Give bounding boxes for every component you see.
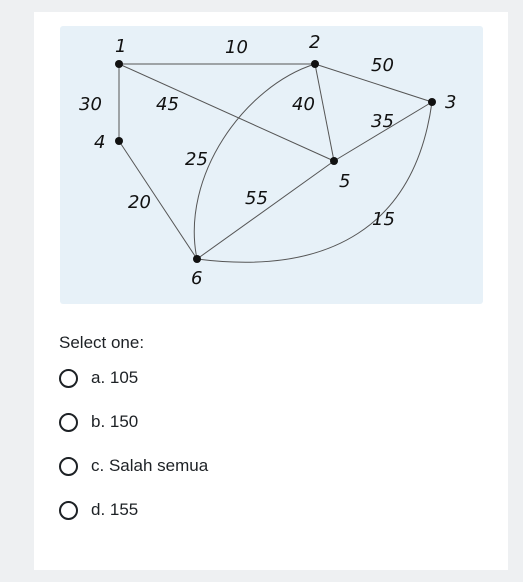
option-b-radio[interactable] (59, 412, 78, 432)
graph-diagram: 1 2 3 4 5 6 10 30 45 50 40 25 35 15 20 5… (79, 32, 456, 289)
edge-2-3 (314, 63, 433, 103)
node-6-dot (193, 255, 201, 263)
node-4-dot (115, 137, 123, 145)
option-d-label[interactable]: d. 155 (91, 500, 139, 519)
node-5-dot (330, 157, 338, 165)
graph-figure: 1 2 3 4 5 6 10 30 45 50 40 25 35 15 20 5… (60, 26, 483, 304)
option-b-label[interactable]: b. 150 (91, 412, 139, 431)
weight-2-5: 40 (292, 94, 315, 115)
weight-4-6: 20 (128, 192, 151, 213)
edge-2-5 (314, 63, 335, 162)
weight-2-3: 50 (371, 55, 394, 76)
option-d[interactable]: d. 155 (59, 498, 208, 522)
option-c-radio[interactable] (59, 456, 78, 476)
option-d-radio[interactable] (59, 500, 78, 520)
node-6-label: 6 (191, 268, 202, 289)
edge-2-6 (193, 63, 316, 260)
weight-5-6: 55 (245, 188, 268, 209)
option-a-radio[interactable] (59, 368, 78, 388)
edge-3-5 (333, 101, 433, 162)
weight-3-5: 35 (371, 111, 394, 132)
node-4-label: 4 (94, 132, 105, 153)
node-3-label: 3 (445, 92, 456, 113)
node-1-label: 1 (115, 36, 126, 57)
option-b[interactable]: b. 150 (59, 410, 208, 434)
weight-1-5: 45 (156, 94, 179, 115)
select-one-prompt: Select one: (59, 333, 145, 352)
option-a-label[interactable]: a. 105 (91, 368, 139, 387)
edge-4-6 (118, 140, 198, 260)
edge-5-6 (196, 160, 335, 260)
weight-1-2: 10 (225, 37, 248, 58)
option-a[interactable]: a. 105 (59, 366, 208, 390)
node-2-dot (311, 60, 319, 68)
option-c[interactable]: c. Salah semua (59, 454, 208, 478)
answer-options: a. 105 b. 150 c. Salah semua d. 155 (59, 366, 208, 542)
node-2-label: 2 (309, 32, 320, 53)
weight-1-4: 30 (79, 94, 102, 115)
edge-3-6 (196, 101, 433, 263)
weight-2-6: 25 (185, 149, 208, 170)
edge-1-5 (118, 63, 335, 162)
node-5-label: 5 (339, 171, 350, 192)
option-c-label[interactable]: c. Salah semua (91, 456, 209, 475)
question-card: 1 2 3 4 5 6 10 30 45 50 40 25 35 15 20 5… (34, 12, 508, 570)
node-1-dot (115, 60, 123, 68)
node-3-dot (428, 98, 436, 106)
weight-3-6: 15 (372, 209, 395, 230)
